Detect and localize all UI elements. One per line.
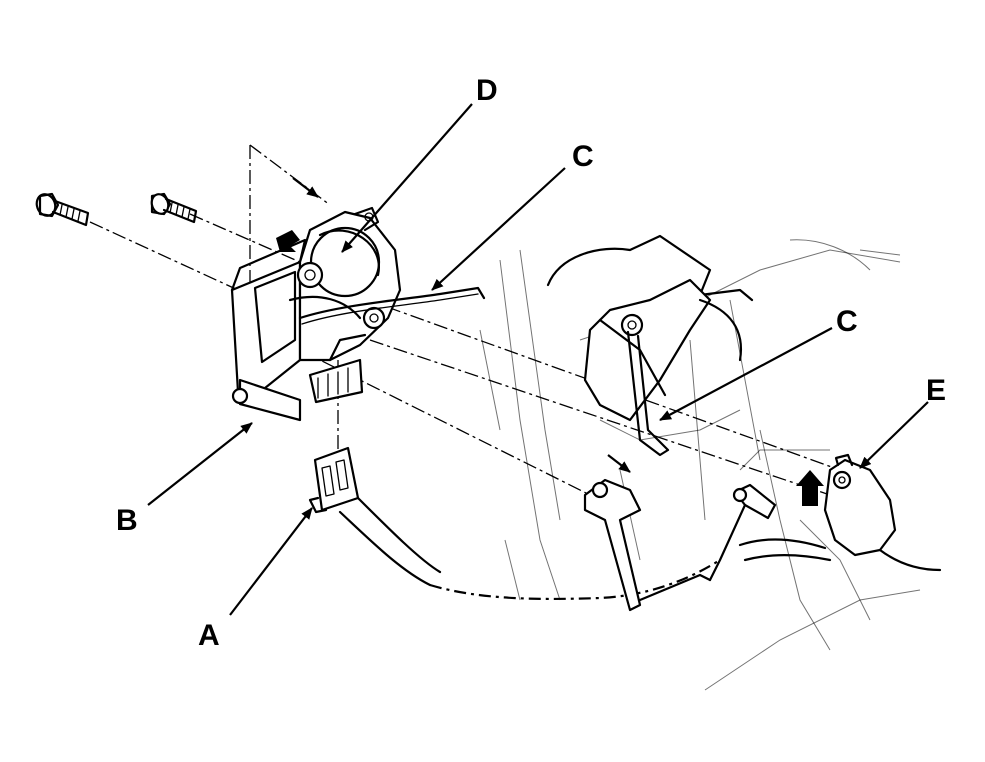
callout-label-a: A (198, 619, 220, 652)
connector (308, 446, 442, 587)
callout-label-c-lower: C (836, 305, 858, 338)
callout-label-c-upper: C (572, 140, 594, 173)
alignment-lines (89, 144, 841, 601)
up-arrow-icon (796, 470, 824, 506)
callout-leaders (147, 103, 929, 616)
callout-label-e: E (926, 374, 946, 407)
rotate-arrow-icon (276, 230, 300, 252)
control-rod (298, 286, 486, 325)
bracket (583, 478, 712, 612)
actuator-motor (230, 206, 402, 422)
callout-label-d: D (476, 74, 498, 107)
bolt-right (150, 192, 198, 224)
direction-arrows (276, 177, 824, 506)
callout-label-b: B (116, 504, 138, 537)
bolt-left (35, 192, 90, 227)
sensor (708, 453, 942, 582)
door-lever-assembly (546, 234, 754, 457)
